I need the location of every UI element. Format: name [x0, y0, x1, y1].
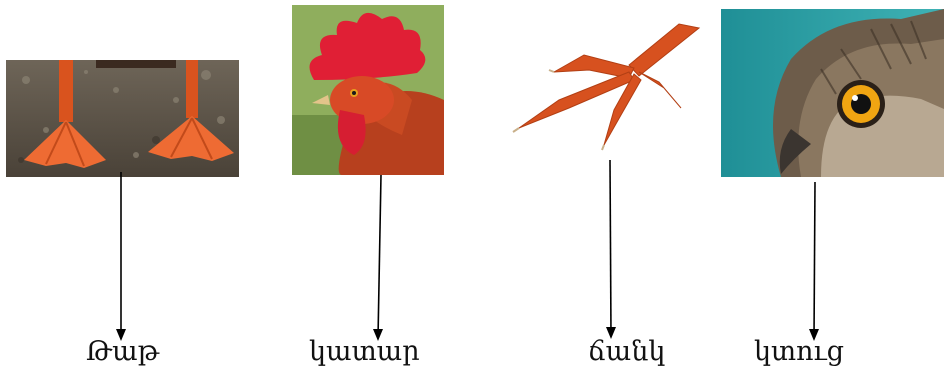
duck-feet-photo — [6, 60, 239, 177]
rooster-comb-photo — [292, 5, 444, 175]
word-label-owl-beak: կտուց — [754, 338, 844, 365]
arrow-2 — [378, 175, 381, 338]
word-label-bird-claw: ճանկ — [588, 338, 665, 365]
bird-claw-photo — [489, 10, 704, 160]
word-label-rooster-comb: կատար — [309, 338, 420, 365]
arrow-4 — [814, 182, 815, 338]
arrow-3 — [610, 160, 611, 336]
word-label-duck-feet: Թաթ — [86, 338, 159, 365]
owl-beak-photo — [721, 9, 944, 177]
